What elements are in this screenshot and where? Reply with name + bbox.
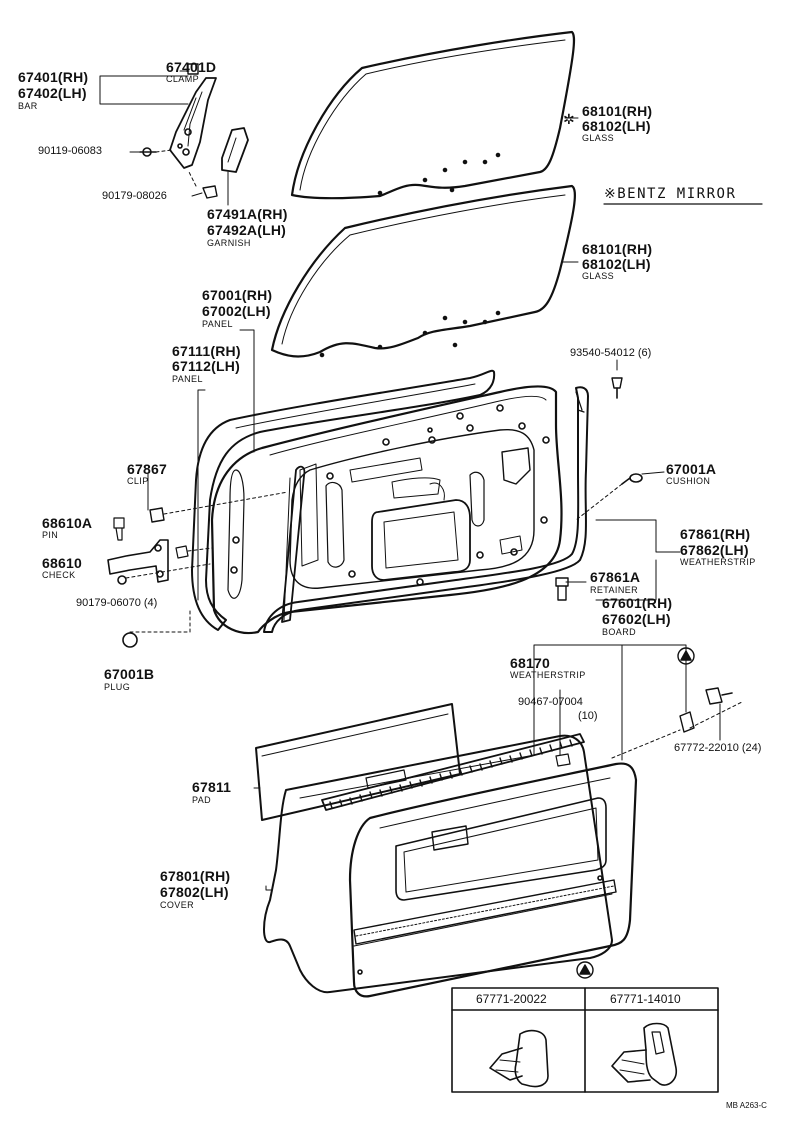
label-plug: PLUG: [104, 682, 131, 692]
label-retainer: RETAINER: [590, 585, 639, 595]
belt-weatherstrip: [321, 733, 585, 811]
label-68610: 68610: [42, 555, 82, 571]
label-weatherstrip-b: WEATHERSTRIP: [510, 670, 586, 680]
label-panel-a: PANEL: [202, 319, 233, 329]
label-67801: 67801(RH): [160, 868, 231, 884]
label-67401: 67401(RH): [18, 69, 89, 85]
label-67861: 67861(RH): [680, 526, 751, 542]
label-93540: 93540-54012 (6): [570, 347, 652, 359]
label-check: CHECK: [42, 570, 76, 580]
label-68170: 68170: [510, 655, 550, 671]
outer-door-panel: [191, 369, 496, 631]
svg-text:✲: ✲: [563, 112, 575, 128]
label-67111: 67111(RH): [172, 343, 241, 359]
label-67001b: 67001B: [104, 666, 155, 682]
label-board: BOARD: [602, 627, 637, 637]
label-67112: 67112(LH): [172, 358, 240, 374]
door-cover: [263, 734, 613, 994]
label-67602: 67602(LH): [602, 611, 671, 627]
label-cushion: CUSHION: [666, 476, 711, 486]
label-68101-b: 68101(RH): [582, 241, 653, 257]
label-68102-b: 68102(LH): [582, 256, 651, 272]
label-cover: COVER: [160, 900, 195, 910]
label-clamp: CLAMP: [166, 74, 200, 84]
label-90467: 90467-07004: [518, 696, 583, 708]
footer-code: MB A263-C: [726, 1101, 767, 1110]
label-67001: 67001(RH): [202, 287, 273, 303]
label-67862: 67862(LH): [680, 542, 749, 558]
label-67491a: 67491A(RH): [207, 206, 288, 222]
label-pin: PIN: [42, 530, 59, 540]
label-67811: 67811: [192, 779, 232, 795]
inner-door-panel: [210, 385, 563, 635]
door-weatherstrip: [263, 386, 589, 633]
label-bar: BAR: [18, 101, 38, 111]
label-67492a: 67492A(LH): [207, 222, 287, 238]
label-90179-06070: 90179-06070 (4): [76, 597, 158, 609]
clip-fasteners: [611, 667, 743, 759]
label-clip: CLIP: [127, 476, 149, 486]
label-68610a: 68610A: [42, 515, 93, 531]
table-header-right: 67771-14010: [610, 992, 681, 1006]
door-board: [348, 762, 638, 998]
clip-table-frame: [451, 987, 719, 1093]
mirror-bar-assembly: [99, 63, 249, 206]
label-67861a: 67861A: [590, 569, 641, 585]
triangle-markers: [576, 647, 695, 979]
leader-lines: [197, 329, 687, 891]
label-glass-b: GLASS: [582, 271, 615, 281]
clip-right-drawing: [611, 1022, 678, 1086]
upper-glass: [290, 30, 579, 200]
label-67002: 67002(LH): [202, 303, 271, 319]
lower-glass: [270, 184, 579, 358]
fasteners: [107, 359, 665, 648]
label-67402: 67402(LH): [18, 85, 87, 101]
label-67802: 67802(LH): [160, 884, 229, 900]
table-header-left: 67771-20022: [476, 992, 547, 1006]
label-panel-b: PANEL: [172, 374, 203, 384]
label-90179-08026: 90179-08026: [102, 190, 167, 202]
clip-left-drawing: [489, 1029, 549, 1088]
label-bentz-mirror: ※BENTZ MIRROR: [604, 186, 737, 202]
label-qty-10: (10): [578, 710, 598, 722]
label-68102-a: 68102(LH): [582, 118, 651, 134]
label-90119: 90119-06083: [38, 145, 103, 157]
label-67001a: 67001A: [666, 461, 717, 477]
label-pad: PAD: [192, 795, 212, 805]
label-68101-a: 68101(RH): [582, 103, 653, 119]
label-garnish: GARNISH: [207, 238, 251, 248]
label-67772: 67772-22010 (24): [674, 742, 762, 754]
label-67401d: 67401D: [166, 59, 217, 75]
label-67867: 67867: [127, 461, 167, 477]
label-67601: 67601(RH): [602, 595, 673, 611]
label-weatherstrip-a: WEATHERSTRIP: [680, 557, 756, 567]
label-glass-a: GLASS: [582, 133, 615, 143]
